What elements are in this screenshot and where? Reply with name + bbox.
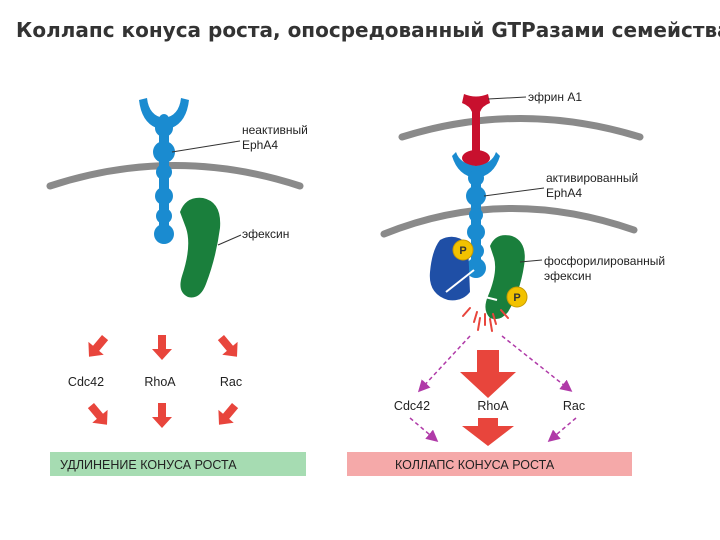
right-ephexin-label-line2: эфексин	[544, 269, 591, 283]
activated-epha4-receptor	[452, 152, 500, 278]
left-receptor-label-line2: EphA4	[242, 138, 278, 152]
activation-burst	[462, 307, 509, 332]
left-effector-cdc42: Cdc42	[68, 375, 104, 389]
right-ephexin-label-line1: фосфорилированный	[544, 254, 665, 268]
svg-text:P: P	[459, 245, 466, 257]
dashed-arrow-cdc42-down	[409, 417, 439, 442]
left-ephexin	[180, 197, 221, 298]
left-effector-rac: Rac	[220, 375, 242, 389]
svg-text:P: P	[513, 292, 520, 304]
left-effector-rhoa: RhoA	[144, 375, 176, 389]
right-effector-rac: Rac	[563, 399, 585, 413]
right-effector-cdc42: Cdc42	[394, 399, 430, 413]
right-membrane-upper	[398, 115, 644, 141]
collapse-label: КОЛЛАПС КОНУСА РОСТА	[395, 458, 555, 472]
left-arrow-cdc42-lower	[87, 403, 108, 425]
right-receptor-label-line1: активированный	[546, 171, 638, 185]
right-panel: P P эфрин А1 активированный EphA4 фосфор…	[347, 90, 665, 476]
right-membrane-lower	[380, 204, 638, 238]
left-panel: неактивный EphA4 эфексин Cdc42 RhoA Rac …	[46, 98, 308, 476]
left-ephexin-label: эфексин	[242, 227, 289, 241]
left-arrow-cdc42-upper	[88, 335, 109, 357]
elongation-box	[50, 452, 306, 476]
inactive-epha4-receptor	[139, 98, 189, 244]
elongation-label: УДЛИНЕНИЕ КОНУСА РОСТА	[60, 458, 237, 472]
dashed-arrow-rac-down	[547, 417, 577, 442]
ephrin-a1-ligand	[462, 94, 490, 166]
big-arrow-to-collapse	[462, 418, 514, 446]
right-effector-rhoa: RhoA	[477, 399, 509, 413]
left-membrane	[46, 162, 304, 190]
phospho-marker-receptor: P	[452, 239, 474, 261]
left-arrow-rhoa-upper	[152, 335, 172, 360]
dashed-arrow-to-cdc42	[417, 335, 471, 393]
big-arrow-to-rhoa	[460, 350, 516, 398]
right-receptor-label-line2: EphA4	[546, 186, 582, 200]
collapse-box	[347, 452, 632, 476]
dashed-arrow-to-rac	[501, 335, 573, 392]
slide-title: Коллапс конуса роста, опосредованный GTP…	[16, 18, 720, 42]
left-arrow-rac-upper	[217, 335, 238, 357]
ephrin-label: эфрин А1	[528, 90, 582, 104]
left-arrow-rhoa-lower	[152, 403, 172, 428]
left-receptor-label-line1: неактивный	[242, 123, 308, 137]
left-arrow-rac-lower	[218, 403, 239, 425]
phospho-marker-ephexin: P	[506, 286, 528, 308]
